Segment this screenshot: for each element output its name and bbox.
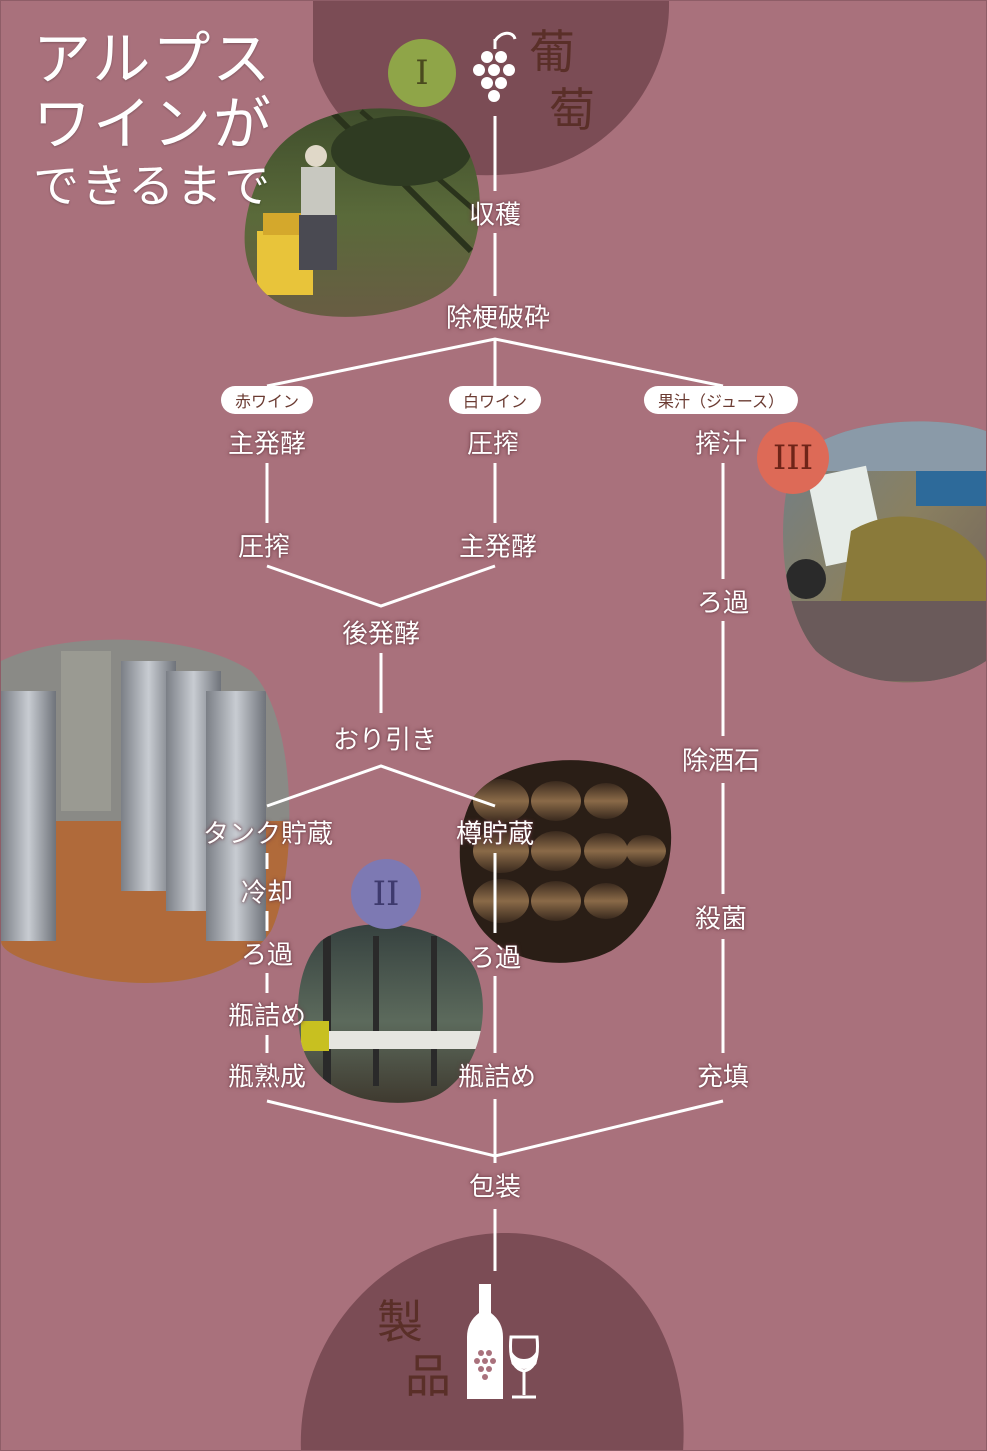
step-harvest: 収穫 <box>468 200 522 231</box>
page-title: アルプス ワインが できるまで <box>33 27 273 212</box>
step-tank-bottling: 瓶詰め <box>227 1001 307 1032</box>
branch-juice: 果汁（ジュース） <box>643 386 799 414</box>
wine-bottle-icon <box>467 1284 503 1399</box>
product-label-char-2: 品 <box>405 1349 451 1403</box>
step-juice-press: 搾汁 <box>694 429 748 460</box>
branch-red-wine: 赤ワイン <box>220 386 314 414</box>
step-post-ferment: 後発酵 <box>341 619 421 650</box>
product-label-char-1: 製 <box>377 1295 423 1349</box>
tank-storage-photo <box>1 639 290 983</box>
step-cooling: 冷却 <box>240 878 294 909</box>
vineyard-photo <box>244 108 480 317</box>
title-line-1: アルプス <box>33 25 273 93</box>
step-barrel-storage: 樽貯蔵 <box>455 819 535 850</box>
wine-glass-icon <box>509 1335 539 1399</box>
step-red-press: 圧搾 <box>237 532 291 563</box>
grape-label-char-1: 葡 <box>529 25 575 79</box>
step-tank-filter: ろ過 <box>240 940 294 971</box>
step-crush: 除梗破砕 <box>445 303 551 334</box>
step-white-press: 圧搾 <box>466 429 520 460</box>
step-bottle-aging: 瓶熟成 <box>227 1062 307 1093</box>
barrel-storage-photo <box>459 760 672 963</box>
step-fill: 充填 <box>696 1062 750 1093</box>
step-detartrate: 除酒石 <box>681 746 761 777</box>
step-packaging: 包装 <box>468 1172 522 1203</box>
step-racking: おり引き <box>332 725 438 756</box>
step-juice-filter: ろ過 <box>696 588 750 619</box>
title-line-2: ワインが <box>33 89 274 158</box>
step-barrel-bottling: 瓶詰め <box>457 1062 537 1093</box>
grape-label-char-2: 萄 <box>549 83 595 137</box>
juice-press-photo <box>783 421 986 683</box>
flow-lines <box>265 116 725 1271</box>
badge-stage-3: III <box>757 422 829 494</box>
grape-icon <box>473 31 517 102</box>
step-sterilize: 殺菌 <box>694 904 748 935</box>
step-red-main-ferment: 主発酵 <box>227 429 307 460</box>
step-barrel-filter: ろ過 <box>468 943 522 974</box>
step-white-main-ferment: 主発酵 <box>458 532 538 563</box>
title-line-3: できるまで <box>33 158 273 213</box>
bottling-photo <box>297 924 483 1103</box>
badge-stage-1: I <box>388 39 456 107</box>
badge-stage-2: II <box>351 859 421 929</box>
step-tank-storage: タンク貯蔵 <box>202 819 334 850</box>
branch-white-wine: 白ワイン <box>448 386 542 414</box>
